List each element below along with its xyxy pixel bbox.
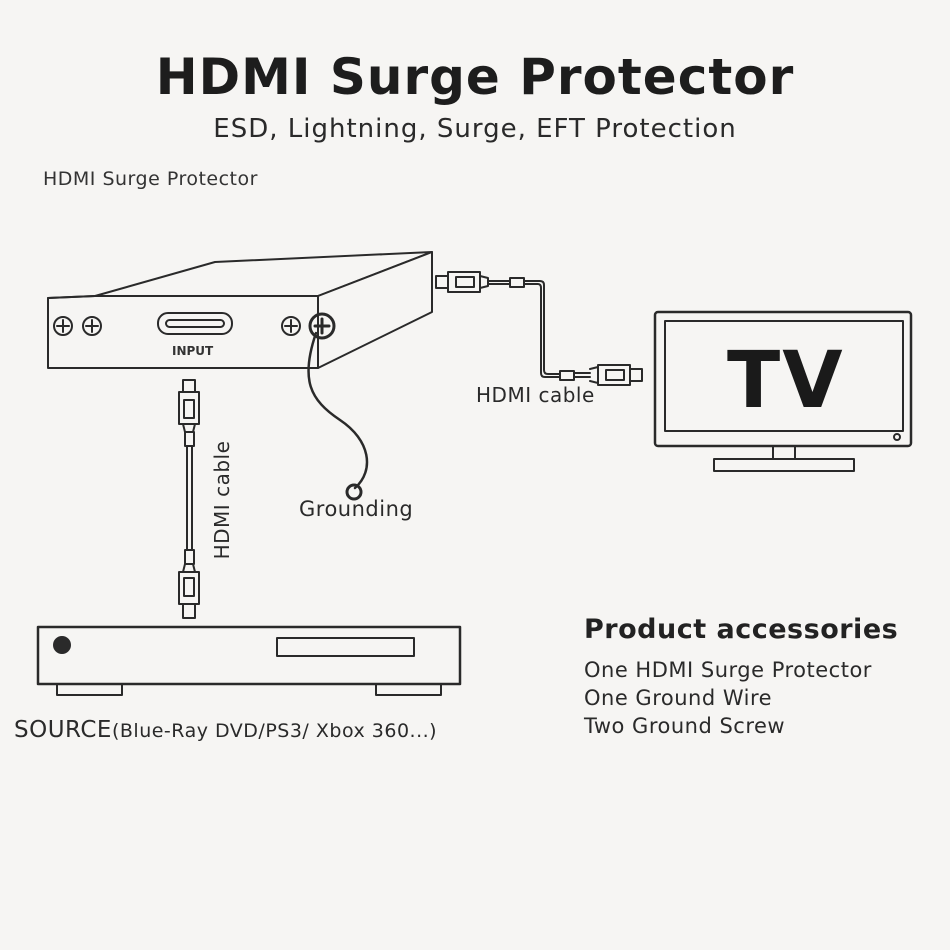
ground-wire xyxy=(307,331,369,490)
accessory-item: One HDMI Surge Protector xyxy=(584,658,872,682)
source-label-detail: (Blue-Ray DVD/PS3/ Xbox 360...) xyxy=(111,720,438,742)
page-subtitle: ESD, Lightning, Surge, EFT Protection xyxy=(213,114,737,144)
hdmi-cable-vertical xyxy=(178,379,200,619)
ground-screw-icon xyxy=(308,312,336,340)
accessories-list: One HDMI Surge Protector One Ground Wire… xyxy=(584,656,872,740)
hdmi-cable-horizontal xyxy=(435,271,643,386)
source-label: SOURCE(Blue-Ray DVD/PS3/ Xbox 360...) xyxy=(14,717,437,743)
accessory-item: Two Ground Screw xyxy=(584,714,786,738)
screw-icon xyxy=(281,316,301,336)
ground-wire-ring xyxy=(345,483,363,501)
tv-label: TV xyxy=(727,336,845,426)
screw-icon xyxy=(53,316,73,336)
accessories-title: Product accessories xyxy=(584,614,899,645)
grounding-label: Grounding xyxy=(299,497,414,521)
page-title: HDMI Surge Protector xyxy=(155,48,795,106)
cable-from-source-label: HDMI cable xyxy=(210,440,234,560)
surge-protector-device xyxy=(47,251,433,369)
cable-to-tv-label: HDMI cable xyxy=(476,383,595,407)
screw-icon xyxy=(82,316,102,336)
source-device xyxy=(36,625,462,696)
tv-device xyxy=(653,310,913,472)
hdmi-input-port xyxy=(157,312,233,335)
device-label: HDMI Surge Protector xyxy=(43,168,258,190)
source-label-main: SOURCE xyxy=(14,717,112,743)
input-port-label: INPUT xyxy=(172,344,214,358)
accessory-item: One Ground Wire xyxy=(584,686,773,710)
